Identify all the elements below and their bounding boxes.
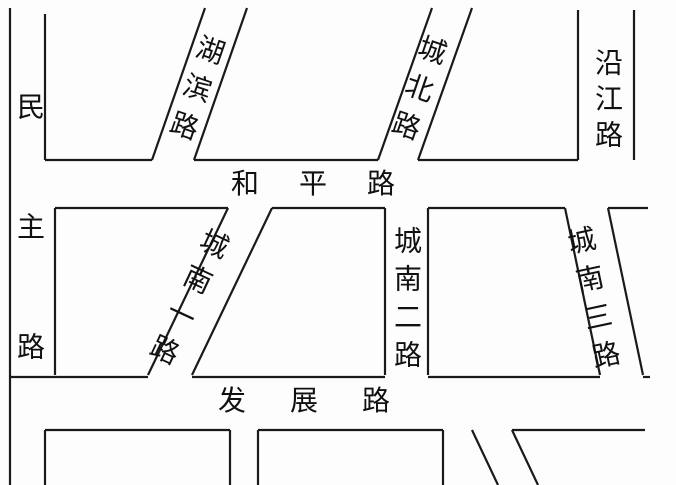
road-line-chengnan1-right bbox=[191, 207, 273, 376]
road-label-heping: 和平路 bbox=[231, 169, 436, 200]
road-line-diag-b-right bbox=[511, 429, 539, 485]
road-line-hubin-right bbox=[192, 7, 249, 161]
road-label-fazhan: 发展路 bbox=[218, 386, 435, 417]
road-line-diag-b-left bbox=[471, 429, 499, 485]
road-line-chengbei-right bbox=[416, 7, 474, 161]
road-label-minzhu: 民主路 bbox=[13, 92, 44, 452]
road-line-chengnan3-left bbox=[563, 207, 602, 376]
road-line-chengnan1-left bbox=[147, 207, 229, 376]
road-line-hubin-left bbox=[150, 7, 207, 161]
road-label-chengnan2: 城南二路 bbox=[390, 226, 421, 378]
road-line-chengnan3-right bbox=[606, 207, 645, 376]
road-label-yanjiang: 沿江路 bbox=[591, 48, 622, 156]
road-line-chengbei-left bbox=[376, 7, 434, 161]
